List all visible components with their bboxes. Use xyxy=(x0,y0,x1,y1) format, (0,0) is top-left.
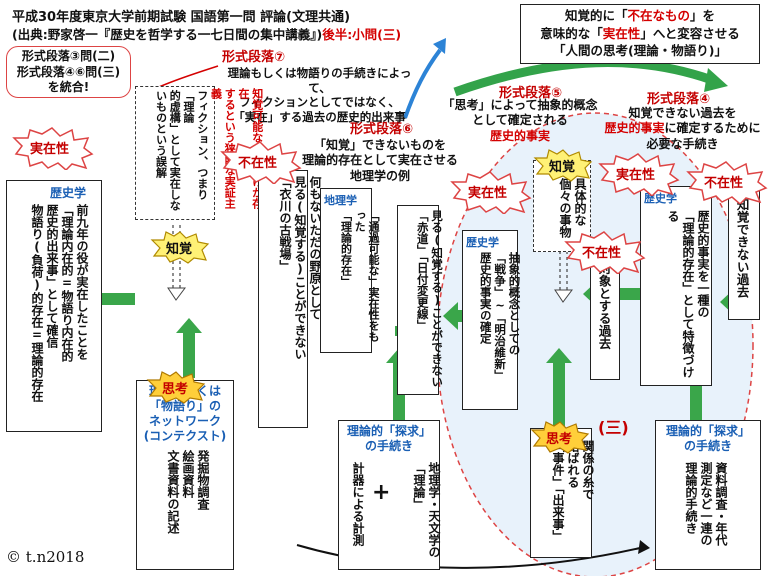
para6-text: 「知覚」できないものを理論的存在として実在させる地理学の例 xyxy=(302,138,458,183)
center-history-box xyxy=(462,230,518,410)
jitsuzai-badge-right xyxy=(598,153,680,196)
history-procedure-box xyxy=(655,420,761,570)
geo-procedure-left: 計器による計測 xyxy=(351,462,365,546)
field-text: 何もないただの野原として見る(知覚する)ことができない「衣川の古戦場」 xyxy=(278,176,322,360)
blue-curve-arrow xyxy=(403,48,442,119)
para4-label: 形式段落④ xyxy=(647,92,711,107)
history-procedure-heading: 理論的「探求」の手続き xyxy=(665,424,750,453)
geo-procedure-box xyxy=(338,420,440,570)
shikou-label-left: 思考 xyxy=(162,382,189,397)
para7-label: 形式段落⑦ xyxy=(222,50,286,65)
chikaku-label-left: 知覚 xyxy=(166,242,193,257)
relation-box xyxy=(530,428,592,558)
subquestion-3-label: (三) xyxy=(598,418,629,437)
right-history-box xyxy=(640,186,712,386)
para4-text: 知覚できない過去を歴史的事実に確定するために必要な手続き xyxy=(604,106,761,151)
merge-note: 形式段落③問(二) 形式段落④⑥問(三) を統合! xyxy=(6,46,131,98)
center-history-text: 抽象的概念としての「戦争」~「明治維新」歴史的事実の確定 xyxy=(478,252,522,381)
source-suffix: 後半:小問(三) xyxy=(322,27,402,42)
left-history-heading: 歴史学 xyxy=(50,186,87,200)
fiction-box xyxy=(135,86,215,220)
top-right-box: 知覚的に「不在なもの」を 意味的な「実在性」へと変容させる 「人間の思考(理論・… xyxy=(520,4,760,64)
fuzai-label-right: 不在性 xyxy=(704,176,744,191)
fiction-text: フィクション、つまり「理論的虚構」として実在しないものという誤解 xyxy=(154,90,209,211)
center-history-heading: 歴史学 xyxy=(466,236,499,249)
source-prefix: (出典:野家啓一『歴史を哲学する一七日間の集中講義』) xyxy=(12,27,323,42)
shikou-badge-left xyxy=(146,371,206,404)
fuzai-label-center: 不在性 xyxy=(238,156,278,171)
left-history-text: 前九年の役が実在したことを「理論内在的=物語り内在的歴史的出来事」として確信物語… xyxy=(30,204,89,402)
history-procedure-text: 資料調査・年代測定など一連の理論的手続き xyxy=(684,462,728,546)
jitsuzai-label-left: 実在性 xyxy=(30,142,70,157)
para7-text: 理論もしくは物語りの手続きによって、フィクションとしてではなく、「実在」する過去… xyxy=(227,66,412,125)
top-right-line3: 「人間の思考(理論・物語り)」 xyxy=(553,43,727,58)
individual-things-text: 具体的な個々の事物 xyxy=(558,178,587,238)
copyright: © t.n2018 xyxy=(6,548,85,566)
top-right-line2: 意味的な「実在性」へと変容させる xyxy=(540,25,740,41)
para6-label: 形式段落⑥ xyxy=(350,122,414,137)
invisible-past-text: 知覚できない過去 xyxy=(734,198,750,298)
left-history-box xyxy=(6,180,102,432)
source-line: (出典:野家啓一『歴史を哲学する一七日間の集中講義』)後半:小問(三) xyxy=(12,24,401,43)
geography-box xyxy=(320,188,372,353)
shikou-badge-center xyxy=(530,421,590,454)
equator-text: 見る(知覚する)ことができない「赤道」「日付変更線」 xyxy=(415,210,445,388)
fuzai-label-mid: 不在性 xyxy=(582,246,622,261)
fuzai-badge-mid xyxy=(564,231,646,274)
network-sources: 発掘物調査絵画資料文書資料の記述 xyxy=(166,450,210,534)
geography-text: 「通過可能な」実在性をもった「理論的存在」 xyxy=(339,210,381,342)
geo-procedure-right: 地理学・天文学の「理論」 xyxy=(412,462,441,558)
para5-text: 「思考」によって抽象的概念として確定される歴史的事実 xyxy=(442,98,598,143)
jitsuzai-label-center: 実在性 xyxy=(468,186,508,201)
jitsuzai-badge-left xyxy=(12,127,94,170)
relation-text: 関係の糸で結ばれる「事件」「出来事」 xyxy=(551,440,595,542)
geography-heading: 地理学 xyxy=(324,194,357,207)
plus-sign: + xyxy=(372,480,391,505)
jitsuzai-badge-center xyxy=(450,171,532,214)
jitsuzai-label-right: 実在性 xyxy=(616,168,656,183)
chikaku-badge-center xyxy=(533,149,593,182)
object-past-text: 対象とする過去 xyxy=(596,262,612,350)
equator-box xyxy=(397,205,439,395)
shikou-label-center: 思考 xyxy=(546,432,573,447)
fuzai-badge-center xyxy=(220,141,302,184)
page-title: 平成30年度東京大学前期試験 国語第一問 評論(文理共通) xyxy=(12,10,351,25)
chikaku-badge-left xyxy=(150,231,210,264)
right-history-text: 歴史的事実を一種の「理論的存在」として特徴づける xyxy=(666,210,710,378)
para5-label: 形式段落⑤ xyxy=(499,86,563,101)
invisible-past-box xyxy=(728,190,760,320)
fuzai-badge-right xyxy=(686,161,768,204)
top-right-line1: 知覚的に「不在なもの」を xyxy=(564,8,716,23)
geo-procedure-heading: 理論的「探求」の手続き xyxy=(346,424,431,453)
chikaku-label-center: 知覚 xyxy=(549,160,576,175)
